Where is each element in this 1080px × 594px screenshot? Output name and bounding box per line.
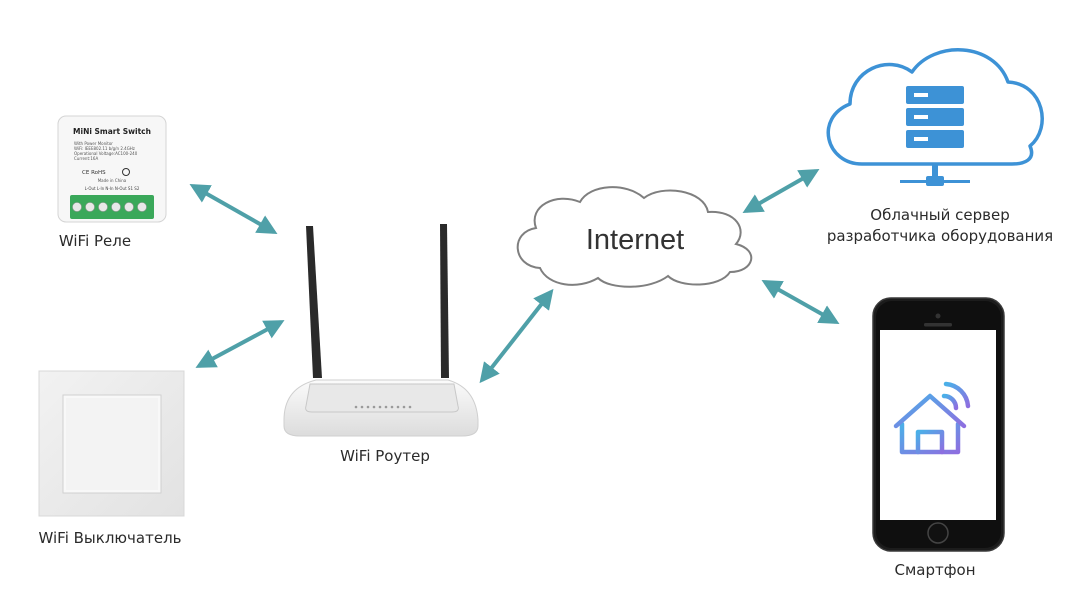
- cloud-server-label: Облачный сервер разработчика оборудовани…: [815, 205, 1065, 247]
- arrow-switch-router: [195, 320, 285, 368]
- arrow-router-internet: [479, 288, 554, 384]
- connection-arrows: [189, 169, 840, 384]
- antenna-right: [440, 224, 449, 378]
- relay-spec-line: Current:16A: [74, 156, 98, 161]
- wifi-relay-image: MiNi Smart Switch With Power Monitor WiF…: [57, 115, 167, 223]
- internet-cloud-shape: [516, 186, 753, 288]
- router-label: WiFi Роутер: [340, 447, 430, 465]
- arrow-relay-router: [189, 184, 278, 234]
- smart-home-app-icon: [893, 381, 971, 455]
- relay-label: WiFi Реле: [58, 232, 132, 250]
- relay-made-in: Made in China: [98, 178, 127, 183]
- arrow-internet-cloud: [742, 169, 820, 213]
- cloud-server-label-line1: Облачный сервер: [870, 206, 1010, 224]
- internet-label: Internet: [585, 224, 685, 256]
- home-button: [927, 522, 949, 544]
- cloud-server-label-line2: разработчика оборудования: [826, 227, 1054, 245]
- relay-marks: CE RoHS: [82, 170, 106, 176]
- relay-spec-line: WiFi: IEEE802.11 b/g/n 2.4GHz: [74, 146, 135, 151]
- relay-terminals: L-Out L-In N-In N-Out S1 S2: [85, 186, 140, 191]
- relay-power-icon: [122, 168, 130, 176]
- cloud-server-icon: [826, 48, 1044, 186]
- switch-label: WiFi Выключатель: [38, 529, 182, 547]
- arrow-internet-phone: [761, 280, 840, 324]
- relay-spec-line: With Power Monitor: [74, 141, 113, 146]
- phone-label: Смартфон: [894, 561, 976, 579]
- relay-title: MiNi Smart Switch: [73, 127, 151, 136]
- relay-spec-line: Operational Voltage:AC100-240: [74, 151, 138, 156]
- wifi-switch-image: [38, 370, 185, 517]
- smartphone-image: [872, 297, 1005, 552]
- wifi-router-image: [283, 224, 479, 437]
- antenna-left: [306, 226, 322, 378]
